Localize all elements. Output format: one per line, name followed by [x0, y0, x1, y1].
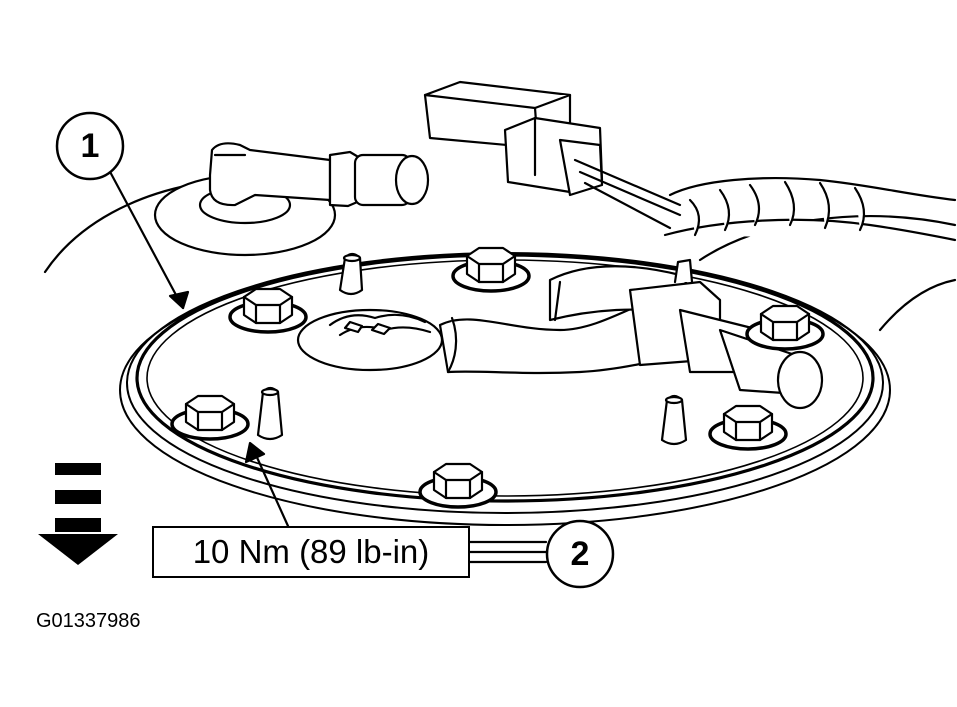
- callout-1-circle: [55, 111, 125, 181]
- torque-spec-label: 10 Nm (89 lb-in): [152, 526, 470, 578]
- flange-nut: [745, 304, 825, 351]
- callout-2-number: 2: [570, 535, 590, 573]
- callout-1-arrowhead: [168, 290, 190, 310]
- electrical-connector: [423, 80, 957, 242]
- flange-nut: [170, 394, 250, 441]
- figure-code: G01337986: [36, 610, 141, 632]
- locating-pins: [256, 252, 688, 446]
- callout-1-leader: [106, 166, 185, 310]
- leader-lines: [106, 166, 548, 564]
- wiring-plate: [296, 308, 444, 372]
- flange-nuts: [170, 246, 825, 509]
- return-line-fitting: [153, 142, 430, 257]
- torque-arrowhead: [244, 441, 266, 464]
- flange-nut: [228, 287, 308, 334]
- callout-1-number: 1: [80, 127, 100, 165]
- down-arrow-icon: [38, 463, 118, 565]
- torque-leader: [253, 451, 290, 528]
- supply-line-fitting: [438, 258, 824, 410]
- flange-nut: [708, 404, 788, 451]
- flange-nut: [451, 246, 531, 293]
- callout-2-circle: [545, 519, 615, 589]
- flange-nut: [418, 462, 498, 509]
